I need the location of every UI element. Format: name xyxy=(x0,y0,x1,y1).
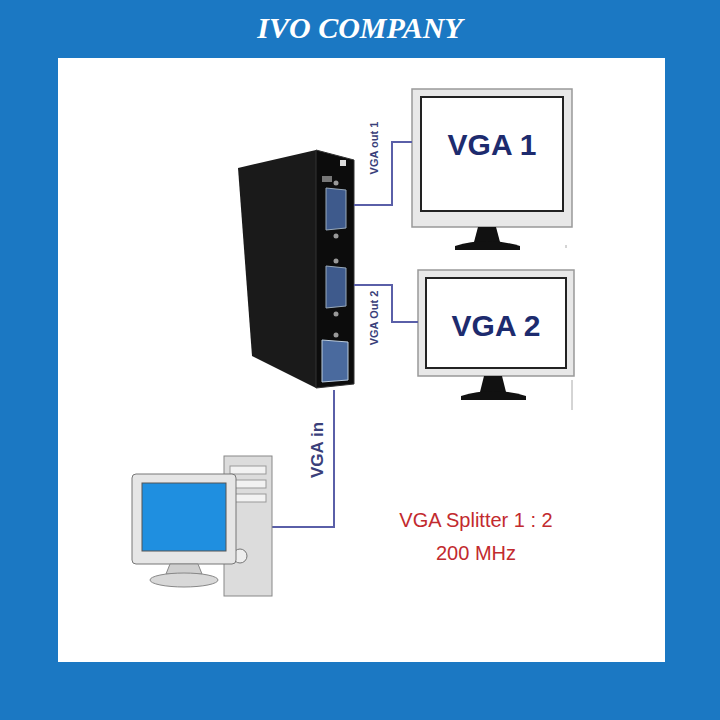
product-note: VGA Splitter 1 : 2 xyxy=(399,509,552,532)
vga-cable xyxy=(270,142,418,527)
monitor-neck xyxy=(480,376,506,392)
vga-ports xyxy=(322,160,348,382)
splitter-front xyxy=(316,150,354,388)
monitor-base xyxy=(455,241,520,250)
port-label: VGA out 1 xyxy=(368,122,380,175)
splitter-side xyxy=(238,150,316,388)
monitor-screen: VGA 2 xyxy=(425,277,567,369)
port-label: VGA in xyxy=(308,422,328,478)
monitor-neck xyxy=(474,227,500,242)
monitor-frame xyxy=(412,89,572,227)
monitor-base xyxy=(461,391,526,400)
product-note: 200 MHz xyxy=(436,542,516,565)
page-title: IVO COMPANY xyxy=(257,11,462,45)
monitor-screen: VGA 1 xyxy=(420,96,564,212)
screen-label: VGA 2 xyxy=(452,309,541,343)
monitor-frame xyxy=(418,270,574,376)
port-label: VGA Out 2 xyxy=(368,291,380,346)
screen-label: VGA 1 xyxy=(448,128,537,162)
computer-illustration xyxy=(132,456,272,596)
